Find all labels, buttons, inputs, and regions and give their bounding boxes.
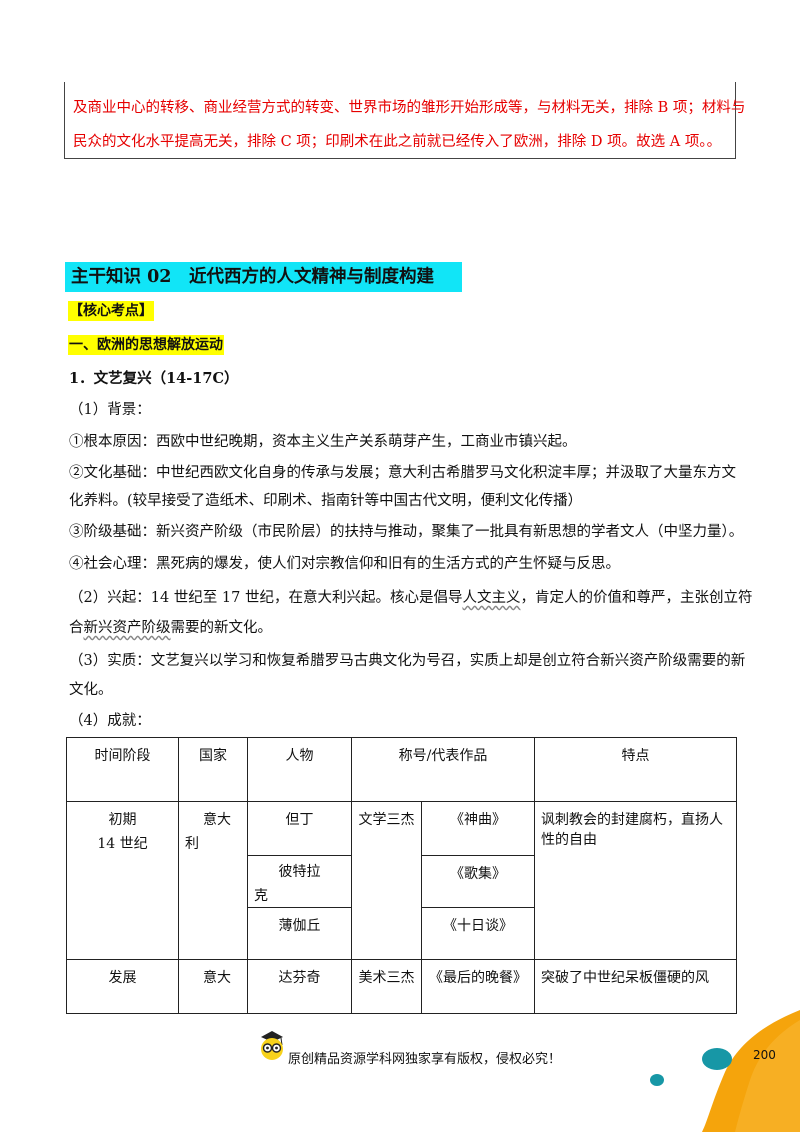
background-label: （1）背景：: [69, 402, 151, 418]
feature-development: 突破了中世纪呆板僵硬的风: [541, 970, 709, 986]
table-row: 初期 14 世纪 意大 利 但丁 文学三杰 《神曲》 讽刺教会的封建腐朽，直扬人…: [66, 801, 737, 960]
person-petrarch-b: 克: [254, 888, 268, 904]
background-point-2a: ②文化基础：中世纪西欧文化自身的传承与发展；意大利古希腊罗马文化积淀丰厚；并汲取…: [69, 465, 736, 481]
person-da-vinci: 达芬奇: [278, 970, 321, 986]
subheading: 一、欧洲的思想解放运动: [68, 335, 224, 355]
achievements-table: 时间阶段 国家 人物 称号/代表作品 特点 初期 14 世纪 意大 利 但丁 文…: [66, 737, 737, 1014]
background-point-3: ③阶级基础：新兴资产阶级（市民阶层）的扶持与推动，聚集了一批具有新思想的学者文人…: [69, 524, 744, 540]
humanism-term: 人文主义: [462, 590, 521, 606]
table-row: 发展 意大 达芬奇 美术三杰 《最后的晚餐》 突破了中世纪呆板僵硬的风: [66, 959, 737, 1014]
work-canzoniere: 《歌集》: [450, 866, 506, 882]
mascot-logo-icon: [261, 1031, 283, 1060]
feature-early: 讽刺教会的封建腐朽，直扬人性的自由: [541, 812, 723, 848]
rise-line-2: 合新兴资产阶级需要的新文化。: [69, 618, 272, 638]
rise-text-b: ，肯定人的价值和尊严，主张创立符: [520, 590, 753, 606]
corner-decoration: [702, 1010, 800, 1132]
rise-line-1: （2）兴起：14 世纪至 17 世纪，在意大利兴起。核心是倡导人文主义，肯定人的…: [69, 588, 752, 608]
header-works: 称号/代表作品: [398, 748, 488, 764]
title-art-three: 美术三杰: [358, 970, 415, 986]
rise-text-a: （2）兴起：14 世纪至 17 世纪，在意大利兴起。核心是倡导: [69, 590, 463, 606]
background-point-2b: 化养料。(较早接受了造纸术、印刷术、指南针等中国古代文明，便利文化传播）: [69, 493, 583, 509]
title-literature-three: 文学三杰: [358, 812, 415, 828]
person-dante: 但丁: [285, 812, 314, 828]
table-header-row: 时间阶段 国家 人物 称号/代表作品 特点: [66, 737, 737, 802]
achievements-label: （4）成就：: [69, 713, 151, 729]
work-divine-comedy: 《神曲》: [450, 812, 506, 828]
essence-line-2: 文化。: [69, 682, 113, 698]
background-point-4: ④社会心理：黑死病的爆发，使人们对宗教信仰和旧有的生活方式的产生怀疑与反思。: [69, 556, 620, 572]
header-country: 国家: [199, 748, 227, 764]
answer-line-1: 及商业中心的转移、商业经营方式的转变、世界市场的雏形开始形成等，与材料无关，排除…: [73, 100, 746, 116]
table-row: 彼特拉 克 《歌集》: [67, 855, 737, 908]
footer-copyright: 原创精品资源学科网独家享有版权，侵权必究！: [288, 1052, 562, 1067]
background-point-1: ①根本原因：西欧中世纪晚期，资本主义生产关系萌芽产生，工商业市镇兴起。: [69, 434, 577, 450]
period-early: 初期: [108, 812, 137, 828]
teal-blob-icon: [702, 1048, 732, 1070]
rise-text-c: 合: [69, 620, 84, 636]
person-petrarch-a: 彼特拉: [278, 864, 321, 880]
page-number: 200: [753, 1048, 776, 1062]
header-feature: 特点: [621, 748, 650, 764]
core-tag: 【核心考点】: [68, 301, 154, 321]
country-italy-a: 意大: [203, 812, 231, 828]
answer-line-2: 民众的文化水平提高无关，排除 C 项；印刷术在此之前就已经传入了欧洲，排除 D …: [73, 134, 722, 150]
bourgeoisie-term: 新兴资产阶级: [83, 620, 171, 636]
rise-text-d: 需要的新文化。: [170, 620, 273, 636]
section-title: 主干知识 02 近代西方的人文精神与制度构建: [65, 262, 462, 292]
country-italy-b: 利: [185, 836, 199, 852]
country-italy-dev: 意大: [203, 970, 231, 986]
essence-line-1: （3）实质：文艺复兴以学习和恢复希腊罗马古典文化为号召，实质上却是创立符合新兴资…: [69, 653, 746, 669]
answer-box: 及商业中心的转移、商业经营方式的转变、世界市场的雏形开始形成等，与材料无关，排除…: [64, 82, 745, 159]
item-title: 1．文艺复兴（14-17C）: [69, 370, 239, 387]
table-row: 薄伽丘 《十日谈》: [67, 907, 737, 960]
header-period: 时间阶段: [94, 748, 151, 764]
period-development: 发展: [108, 970, 137, 986]
work-last-supper: 《最后的晚餐》: [429, 970, 527, 986]
person-boccaccio: 薄伽丘: [278, 918, 321, 934]
header-person: 人物: [285, 748, 314, 764]
teal-dot-icon: [650, 1074, 664, 1086]
period-century: 14 世纪: [97, 836, 148, 852]
work-decameron: 《十日谈》: [443, 918, 513, 934]
